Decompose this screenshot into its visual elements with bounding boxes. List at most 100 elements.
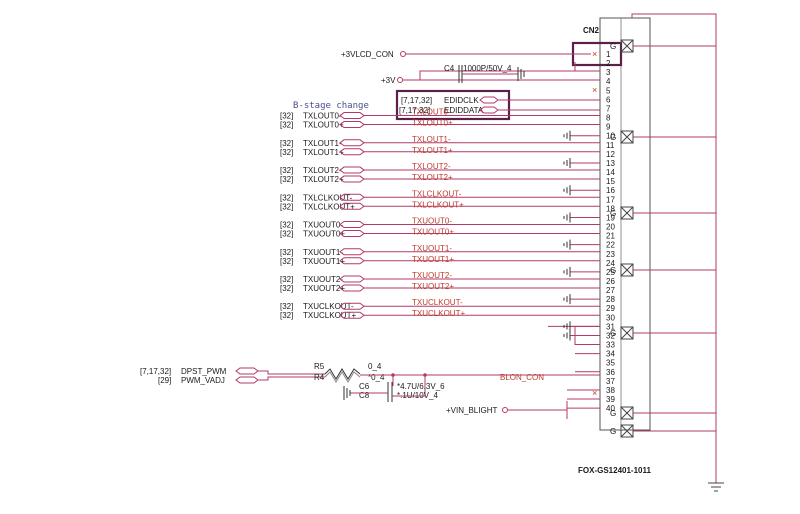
- shield-pad: G: [610, 39, 716, 53]
- lvds-pair: [32]TXLOUT0-[32]TXLOUT0+TXLOUT0-TXLOUT0+: [280, 108, 600, 130]
- lvds-pos-name: TXLOUT1+: [303, 148, 344, 157]
- lvds-net-neg: TXUOUT1-: [412, 244, 452, 253]
- shield-label: G: [610, 209, 616, 218]
- vin-label: +VIN_BLIGHT: [446, 406, 497, 415]
- lvds-pos-name: TXLOUT0+: [303, 121, 344, 130]
- c8-ref: C8: [359, 391, 370, 400]
- lvds-pos-name: TXLCLKOUT+: [303, 202, 355, 211]
- pin-number: 2: [606, 59, 611, 68]
- lvds-ref: [32]: [280, 202, 293, 211]
- lvds-ref: [32]: [280, 311, 293, 320]
- shield-pad: G: [610, 424, 716, 438]
- ground-symbol: [563, 239, 571, 250]
- lvds-ref: [32]: [280, 121, 293, 130]
- pwm-ref1: [7,17,32]: [140, 367, 171, 376]
- edid-data-label: EDIDDATA: [444, 106, 484, 115]
- lvds-pos-name: TXUOUT2+: [303, 284, 345, 293]
- connector-body: [599, 17, 651, 431]
- pin-number: 25: [606, 268, 615, 277]
- pin-number: 38: [606, 386, 615, 395]
- lvds-net-neg: TXLOUT2-: [412, 162, 451, 171]
- lvds-pos-name: TXLOUT2+: [303, 175, 344, 184]
- ground-symbol: [563, 266, 571, 277]
- lvds-ref: [32]: [280, 148, 293, 157]
- pwm-wire-1: [258, 370, 325, 375]
- lvds-ref: [32]: [280, 221, 293, 230]
- pin5-nc-mark: ×: [592, 85, 597, 95]
- r4-ref: R4: [314, 373, 325, 382]
- bstage-annotation: B-stage change: [293, 101, 369, 111]
- lvds-pos-name: TXUCLKOUT+: [303, 311, 356, 320]
- lvds-pair: [32]TXUOUT0-[32]TXUOUT0+TXUOUT0-TXUOUT0+: [280, 217, 600, 239]
- ground-symbol: [563, 157, 571, 168]
- pwm-ref2: [29]: [158, 376, 171, 385]
- pin-number: 27: [606, 286, 615, 295]
- vlcd-label: +3VLCD_CON: [341, 50, 394, 59]
- shield-label: G: [610, 133, 616, 142]
- lvds-neg-name: TXLOUT2-: [303, 166, 342, 175]
- pin-number: 19: [606, 213, 615, 222]
- lvds-net-pos: TXUOUT0+: [412, 228, 454, 237]
- shield-label: G: [610, 42, 616, 51]
- lvds-pair: [32]TXLCLKOUT-[32]TXLCLKOUT+TXLCLKOUT-TX…: [280, 189, 600, 211]
- lvds-port-neg: [339, 112, 365, 120]
- ground-symbol: [563, 294, 571, 305]
- pin-number: 29: [606, 304, 615, 313]
- lvds-ref: [32]: [280, 166, 293, 175]
- ground-symbol: [563, 130, 571, 141]
- pin-number: 13: [606, 159, 615, 168]
- pin-number: 4: [606, 77, 611, 86]
- pin-number: 17: [606, 195, 615, 204]
- pin-number: 37: [606, 377, 615, 386]
- lvds-pair: [32]TXLOUT1-[32]TXLOUT1+TXLOUT1-TXLOUT1+: [280, 135, 600, 157]
- c6c8-ground-symbol: [343, 386, 351, 400]
- pin-number: 16: [606, 186, 615, 195]
- pin-number: 22: [606, 241, 615, 250]
- pin-number: 28: [606, 295, 615, 304]
- lvds-port-neg: [339, 139, 365, 147]
- lvds-pair: [32]TXUOUT1-[32]TXUOUT1+TXUOUT1-TXUOUT1+: [280, 244, 600, 266]
- wires: [548, 135, 600, 409]
- lvds-net-neg: TXLOUT0-: [412, 108, 451, 117]
- lvds-pair: [32]TXUOUT2-[32]TXUOUT2+TXUOUT2-TXUOUT2+: [280, 271, 600, 293]
- pin-number: 14: [606, 168, 615, 177]
- edid-clk-port: [479, 96, 499, 104]
- pin-number: 1: [606, 50, 611, 59]
- lvds-ref: [32]: [280, 139, 293, 148]
- lvds-neg-name: TXLCLKOUT-: [303, 193, 353, 202]
- lvds-net-pos: TXUCLKOUT+: [412, 309, 465, 318]
- lvds-neg-name: TXUOUT0-: [303, 221, 343, 230]
- pin-number: 24: [606, 259, 615, 268]
- pin-number: 32: [606, 331, 615, 340]
- pin-number: 15: [606, 177, 615, 186]
- lvds-net-neg: TXLCLKOUT-: [412, 189, 462, 198]
- pwm-sig2: PWM_VADJ: [181, 376, 225, 385]
- pin32-wire: [574, 326, 600, 336]
- lvds-neg-name: TXLOUT1-: [303, 139, 342, 148]
- pin1-nc-mark: ×: [592, 49, 597, 59]
- lvds-neg-name: TXLOUT0-: [303, 112, 342, 121]
- lvds-net-pos: TXLCLKOUT+: [412, 200, 464, 209]
- pin-number: 18: [606, 204, 615, 213]
- shield-pad: G: [610, 206, 716, 220]
- lvds-ref: [32]: [280, 112, 293, 121]
- pin-number: 10: [606, 132, 615, 141]
- pin-number: 35: [606, 359, 615, 368]
- lvds-neg-name: TXUOUT1-: [303, 248, 343, 257]
- pin33-wire: [574, 335, 600, 346]
- pwm-port-1: [235, 367, 259, 375]
- shield-pad: G: [610, 130, 716, 144]
- c4-ground-symbol: [517, 67, 525, 81]
- lvds-pos-name: TXUOUT0+: [303, 230, 345, 239]
- ground-symbol: [563, 212, 571, 223]
- lvds-net-pos: TXLOUT1+: [412, 146, 453, 155]
- pin-number: 40: [606, 404, 615, 413]
- c4-value: 1000P/50V_4: [463, 64, 512, 73]
- lvds-port-neg: [339, 275, 365, 283]
- lvds-net-pos: TXLOUT0+: [412, 119, 453, 128]
- edid-data-ref: [7,17,32]: [399, 106, 430, 115]
- pin-number: 36: [606, 368, 615, 377]
- pin-number: 34: [606, 350, 615, 359]
- lvds-ref: [32]: [280, 193, 293, 202]
